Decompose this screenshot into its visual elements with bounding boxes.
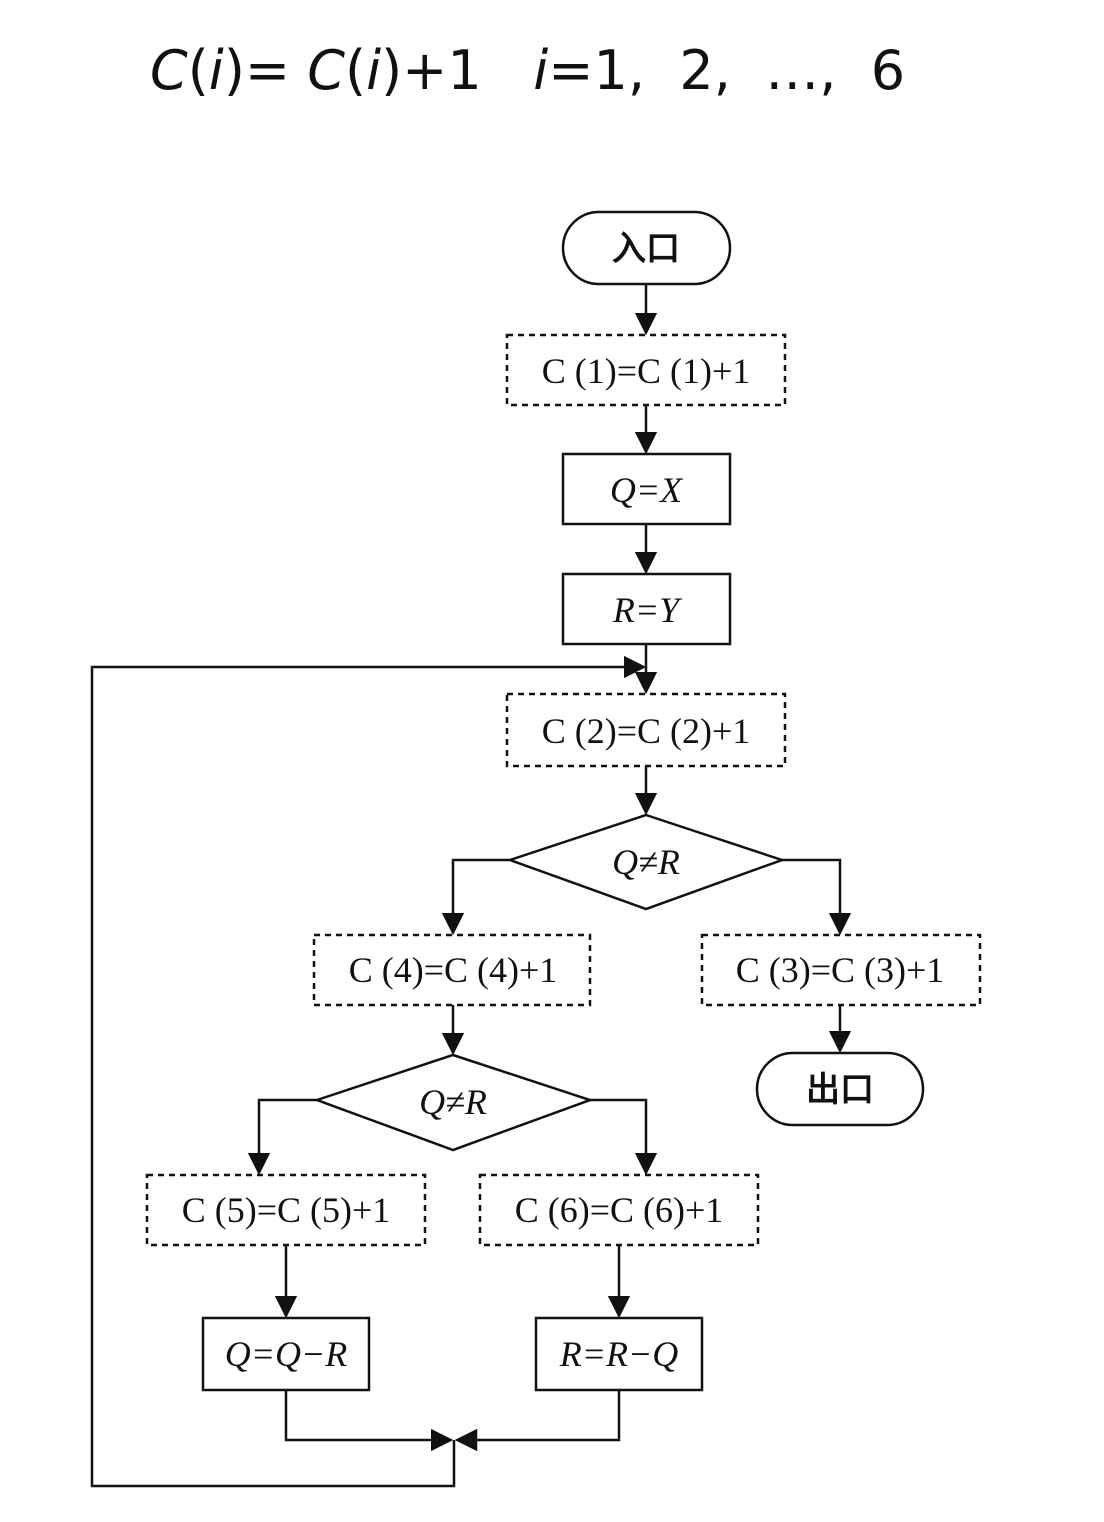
formula-part: (: [345, 39, 367, 102]
exit-label: 出口: [806, 1070, 874, 1110]
c4-label: C (4)=C (4)+1: [349, 950, 558, 990]
formula-part: )+1: [381, 39, 482, 102]
arrow-decision2-left: [247, 1098, 317, 1176]
entry-label: 入口: [612, 229, 680, 269]
loop-back-line: [90, 655, 647, 1488]
arrow-decision2-right: [590, 1098, 658, 1176]
formula-part: i: [366, 39, 382, 102]
arrow-rmq-to-merge: [454, 1390, 621, 1452]
formula-part: C: [150, 39, 188, 102]
c6-label: C (6)=C (6)+1: [515, 1190, 724, 1230]
r-minus-q-label: R=R−Q: [559, 1334, 679, 1374]
formula-part: )=: [223, 39, 308, 102]
r-equals-y-label: R=Y: [612, 590, 683, 630]
c3-label: C (3)=C (3)+1: [736, 950, 945, 990]
decision1-diamond: [506, 813, 786, 911]
arrow-decision1-right: [782, 858, 852, 936]
arrow-qmr-to-merge: [284, 1390, 454, 1452]
decision2-label: Q≠R: [419, 1082, 487, 1122]
c2-label: C (2)=C (2)+1: [542, 711, 751, 751]
formula-part: i: [208, 39, 224, 102]
decision2-diamond: [313, 1053, 594, 1152]
c5-label: C (5)=C (5)+1: [182, 1190, 391, 1230]
formula-part: C: [307, 39, 346, 102]
q-equals-x-label: Q=X: [610, 470, 684, 510]
formula-part: (: [187, 39, 209, 102]
formula-part: =1, 2, …, 6: [548, 39, 906, 102]
formula-part: i: [533, 39, 549, 102]
arrow-decision1-left: [441, 858, 510, 936]
c1-label: C (1)=C (1)+1: [542, 351, 751, 391]
decision1-label: Q≠R: [612, 842, 680, 882]
formula-header: C(i)= C(i)+1 i=1, 2, …, 6: [150, 36, 970, 106]
q-minus-r-label: Q=Q−R: [225, 1334, 348, 1374]
